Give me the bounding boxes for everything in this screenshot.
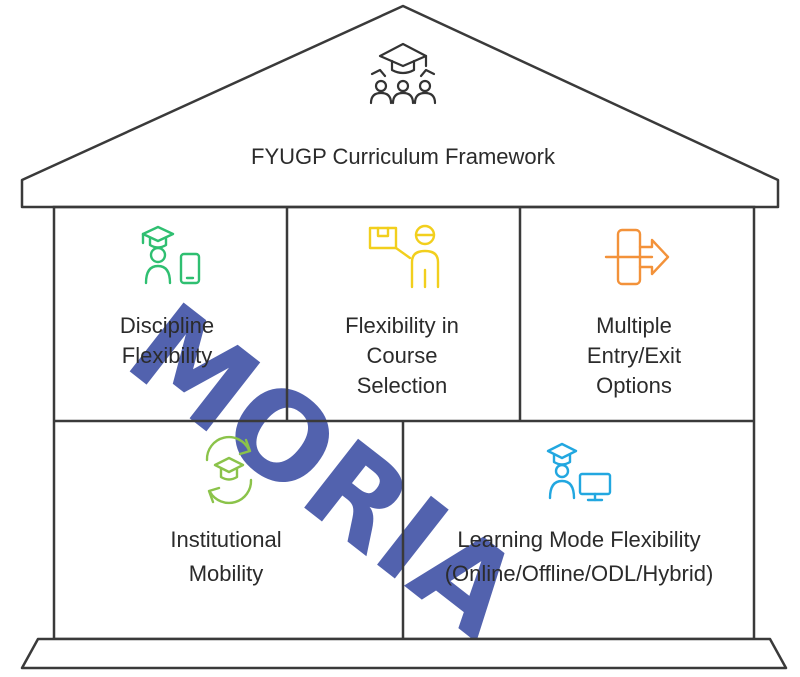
base-step bbox=[20, 637, 788, 670]
pillar-label-line: Selection bbox=[357, 373, 448, 398]
framework-title: FYUGP Curriculum Framework bbox=[251, 144, 556, 169]
entry-exit-arrow-icon bbox=[604, 228, 670, 286]
pillar-label-line: Flexibility bbox=[122, 343, 212, 368]
pillar-entry-exit: Multiple Entry/Exit Options bbox=[587, 313, 681, 398]
graduate-phone-icon bbox=[141, 225, 201, 285]
pillar-label-line: Course bbox=[367, 343, 438, 368]
pillar-label-line: Institutional bbox=[170, 527, 281, 552]
pillar-label-line: Options bbox=[596, 373, 672, 398]
pillar-label-line: Learning Mode Flexibility bbox=[457, 527, 700, 552]
pillar-label-line: Multiple bbox=[596, 313, 672, 338]
roof-outline bbox=[20, 4, 780, 209]
graduate-computer-icon bbox=[546, 442, 612, 502]
pillar-label-line: Discipline bbox=[120, 313, 214, 338]
person-box-icon bbox=[368, 224, 440, 289]
graduates-group-icon bbox=[369, 42, 437, 105]
pillar-course-selection: Flexibility in Course Selection bbox=[345, 313, 459, 398]
pillar-label-line: (Online/Offline/ODL/Hybrid) bbox=[445, 561, 714, 586]
pillar-label-line: Flexibility in bbox=[345, 313, 459, 338]
pillar-label-line: Mobility bbox=[189, 561, 264, 586]
pillar-learning-mode: Learning Mode Flexibility (Online/Offlin… bbox=[445, 527, 714, 586]
graduate-cycle-icon bbox=[205, 435, 253, 505]
pillar-institutional-mobility: Institutional Mobility bbox=[170, 527, 281, 586]
pillar-discipline-flexibility: Discipline Flexibility bbox=[120, 313, 214, 368]
roof bbox=[20, 4, 780, 209]
pillar-label-line: Entry/Exit bbox=[587, 343, 681, 368]
